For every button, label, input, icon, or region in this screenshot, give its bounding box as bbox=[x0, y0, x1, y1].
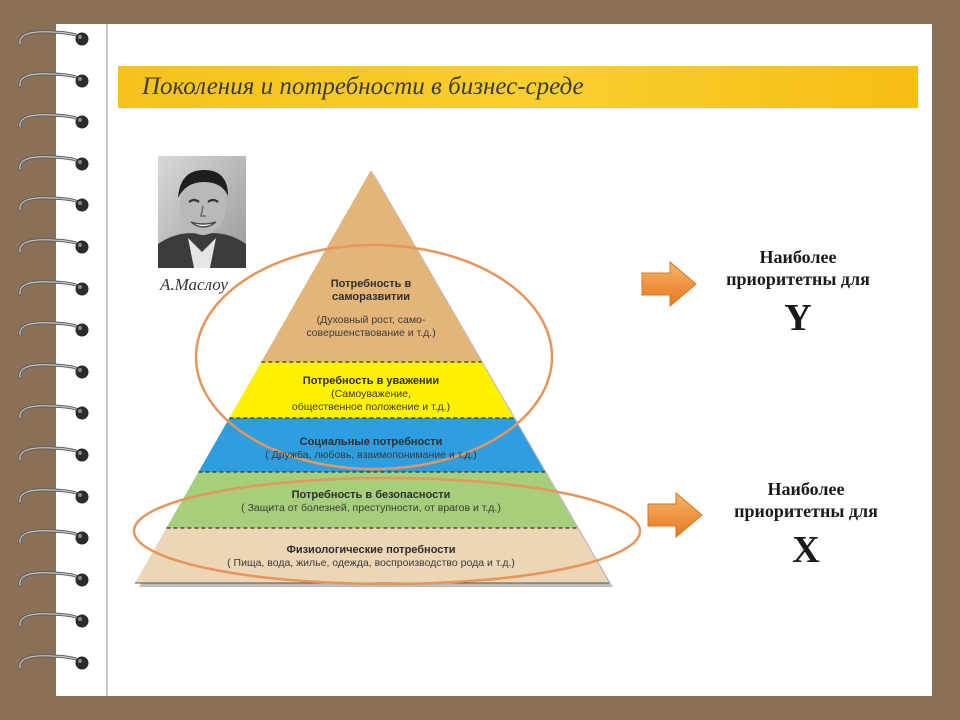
priority-x-label: Наиболее приоритетны для bbox=[734, 479, 878, 521]
margin-line bbox=[106, 24, 108, 696]
tier-description: ( Пища, вода, жилье, одежда, воспроизвод… bbox=[227, 557, 515, 569]
tier-description: ( Дружба, любовь, взаимопонимание и т.д.… bbox=[265, 449, 477, 461]
highlight-ellipse-y bbox=[194, 243, 554, 471]
spiral-ring-icon bbox=[18, 570, 89, 587]
spiral-ring-icon bbox=[18, 487, 89, 504]
portrait-caption: А.Маслоу bbox=[160, 275, 228, 294]
tier-title: Потребность в безопасности bbox=[291, 489, 451, 501]
priority-y-label: Наиболее приоритетны для bbox=[726, 247, 870, 289]
pyramid-tier bbox=[261, 170, 482, 362]
spiral-ring-icon bbox=[18, 529, 89, 545]
tier-title: Социальные потребности bbox=[299, 436, 443, 448]
spiral-ring-icon bbox=[18, 654, 89, 670]
title-bar bbox=[118, 66, 918, 108]
spiral-ring-icon bbox=[18, 30, 89, 46]
slide-title: Поколения и потребности в бизнес-среде bbox=[142, 73, 584, 100]
priority-y-letter: Y bbox=[784, 297, 812, 339]
tier-description: общественное положение и т.д.) bbox=[291, 401, 451, 413]
right-arrow-icon bbox=[641, 260, 697, 308]
tier-description: совершенствование и т.д.) bbox=[306, 327, 436, 339]
priority-x-letter: X bbox=[792, 529, 820, 571]
tier-title: Потребность в bbox=[330, 278, 412, 290]
tier-title: Потребность в уважении bbox=[302, 375, 440, 387]
spiral-ring-icon bbox=[18, 362, 89, 379]
spiral-ring-icon bbox=[18, 612, 89, 628]
tier-title: саморазвитии bbox=[332, 291, 410, 303]
spiral-ring-icon bbox=[18, 279, 89, 296]
spiral-ring-icon bbox=[18, 154, 89, 171]
spiral-ring-icon bbox=[18, 238, 89, 254]
tier-title: Физиологические потребности bbox=[286, 544, 456, 556]
pyramid-tier bbox=[198, 418, 546, 472]
tier-description: ( Защита от болезней, преступности, от в… bbox=[241, 502, 501, 514]
pyramid-tier bbox=[135, 528, 609, 583]
right-arrow-icon bbox=[647, 491, 703, 539]
spiral-ring-icon bbox=[18, 321, 89, 337]
spiral-ring-icon bbox=[18, 71, 89, 88]
spiral-ring-icon bbox=[18, 196, 89, 212]
tier-description: (Самоуважение, bbox=[331, 388, 411, 400]
spiral-ring-icon bbox=[18, 446, 89, 462]
spiral-ring-icon bbox=[18, 113, 89, 129]
highlight-ellipse-x bbox=[132, 476, 642, 586]
maslow-portrait bbox=[158, 156, 246, 268]
pyramid-tier bbox=[229, 362, 514, 418]
pyramid-tier bbox=[166, 472, 578, 528]
tier-description: (Духовный рост, само- bbox=[316, 314, 426, 326]
spiral-ring-icon bbox=[18, 404, 89, 420]
